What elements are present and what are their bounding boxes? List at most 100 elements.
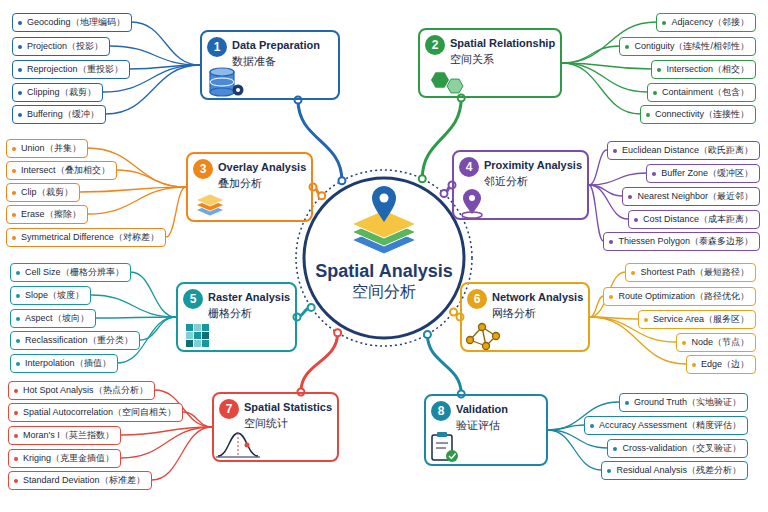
junction-dot [419, 175, 426, 182]
connector [140, 317, 176, 340]
category-subtitle: 空间关系 [450, 52, 494, 66]
category-number: 5 [183, 289, 203, 309]
item-label: Symmetrical Difference（对称差） [21, 232, 159, 242]
item-box: Buffer Zone（缓冲区） [646, 164, 760, 183]
connector [590, 296, 603, 317]
item-label: Clip（裁剪） [21, 187, 73, 197]
category-title: Data Preparation [232, 38, 320, 52]
junction-dot [294, 314, 301, 321]
item-label: Spatial Autocorrelation（空间自相关） [23, 407, 176, 417]
category-box: 2 Spatial Relationship 空间关系 [418, 28, 562, 98]
item-label: Clipping（裁剪） [27, 87, 96, 97]
raster-grid-icon [186, 324, 209, 347]
connector [562, 63, 647, 92]
item-label: Cell Size（栅格分辨率） [25, 267, 124, 277]
item-box: Symmetrical Difference（对称差） [6, 228, 166, 247]
item-label: Service Area（服务区） [653, 314, 749, 324]
item-label: Accuracy Assessment（精度评估） [599, 420, 741, 430]
connector [96, 317, 176, 318]
category-subtitle: 邻近分析 [484, 174, 528, 188]
item-box: Kriging（克里金插值） [8, 449, 121, 468]
item-label: Kriging（克里金插值） [23, 453, 114, 463]
connector [422, 98, 461, 179]
category-title: Network Analysis [492, 290, 583, 304]
item-label: Union（并集） [21, 143, 81, 153]
category-box: 4Proximity Analysis邻近分析 [452, 150, 589, 220]
item-box: Standard Deviation（标准差） [8, 471, 152, 490]
category-subtitle: 数据准备 [232, 54, 276, 68]
item-box: Nearest Neighbor（最近邻） [622, 187, 760, 206]
item-label: Connectivity（连接性） [655, 109, 749, 119]
category-title: Raster Analysis [208, 290, 290, 304]
connector [589, 150, 607, 185]
hub-subtitle: 空间分析 [352, 282, 416, 302]
item-box: Edge（边） [686, 355, 756, 374]
item-box: Thiessen Polygon（泰森多边形） [603, 232, 760, 251]
hub-circle: Spatial Analysis空间分析 [304, 178, 464, 338]
item-label: Adjacency（邻接） [671, 17, 749, 27]
map-layers-icon [352, 186, 416, 254]
category-subtitle: 空间统计 [244, 416, 288, 430]
item-box: Residual Analysis（残差分析） [601, 461, 748, 480]
category-number: 8 [431, 401, 451, 421]
category-box: 7 Spatial Statistics 空间统计 [212, 392, 339, 462]
item-label: Thiessen Polygon（泰森多边形） [618, 236, 753, 246]
bell-curve-icon [216, 433, 260, 457]
category-subtitle: 验证评估 [456, 418, 500, 432]
item-label: Projection（投影） [27, 41, 103, 51]
item-box: Containment（包含） [647, 83, 756, 102]
item-label: Geocoding（地理编码） [27, 17, 125, 27]
category-title: Spatial Statistics [244, 400, 332, 414]
connector [589, 173, 646, 185]
junction-dot [450, 308, 457, 315]
item-label: Erase（擦除） [21, 209, 81, 219]
item-label: Intersect（叠加相交） [21, 165, 110, 175]
category-title: Spatial Relationship [450, 36, 555, 50]
item-box: Connectivity（连接性） [640, 105, 756, 124]
item-label: Cost Distance（成本距离） [643, 214, 753, 224]
category-box: 8 Validation 验证评估 [424, 394, 548, 466]
category-title: Validation [456, 402, 508, 416]
connector [166, 187, 186, 237]
item-box: Euclidean Distance（欧氏距离） [607, 141, 760, 160]
item-label: Euclidean Distance（欧氏距离） [622, 145, 753, 155]
item-box: Geocoding（地理编码） [12, 13, 132, 32]
item-box: Moran's I（莫兰指数） [8, 426, 121, 445]
item-box: Clip（裁剪） [6, 183, 80, 202]
item-label: Hot Spot Analysis（热点分析） [23, 385, 148, 395]
item-label: Interpolation（插值） [25, 358, 111, 368]
category-box: 1Data Preparation数据准备 [200, 30, 340, 100]
hub-title: Spatial Analysis [315, 260, 452, 282]
item-label: Slope（坡度） [25, 290, 84, 300]
item-box: Union（并集） [6, 139, 88, 158]
item-label: Cross-validation（交叉验证） [622, 443, 741, 453]
item-box: Cross-validation（交叉验证） [607, 439, 748, 458]
item-box: Shortest Path（最短路径） [625, 263, 756, 282]
category-box: 6Network Analysis网络分析 [460, 282, 590, 352]
junction-dot [295, 97, 302, 104]
item-label: Buffer Zone（缓冲区） [661, 168, 753, 178]
category-subtitle: 栅格分析 [208, 306, 252, 320]
item-box: Spatial Autocorrelation（空间自相关） [8, 403, 183, 422]
item-box: Reclassification（重分类） [10, 331, 140, 350]
junction-dot [334, 329, 341, 336]
database-icon [210, 68, 244, 96]
connector [132, 22, 200, 65]
item-label: Ground Truth（实地验证） [634, 397, 741, 407]
category-number: 2 [425, 35, 445, 55]
item-box: Route Optimization（路径优化） [603, 287, 756, 306]
connector [152, 427, 212, 480]
connector [183, 412, 212, 427]
hub-outline [304, 178, 464, 338]
item-label: Node（节点） [691, 337, 749, 347]
junction-dot [338, 177, 345, 184]
junction-dot [308, 304, 315, 311]
junction-dot [318, 192, 325, 199]
item-box: Projection（投影） [12, 37, 110, 56]
item-box: Interpolation（插值） [10, 354, 118, 373]
item-label: Reprojection（重投影） [27, 64, 123, 74]
category-box: 5 Raster Analysis 栅格分析 [176, 282, 297, 352]
overlay-layers-icon [196, 194, 224, 216]
connector [548, 430, 601, 470]
category-number: 7 [219, 399, 239, 419]
